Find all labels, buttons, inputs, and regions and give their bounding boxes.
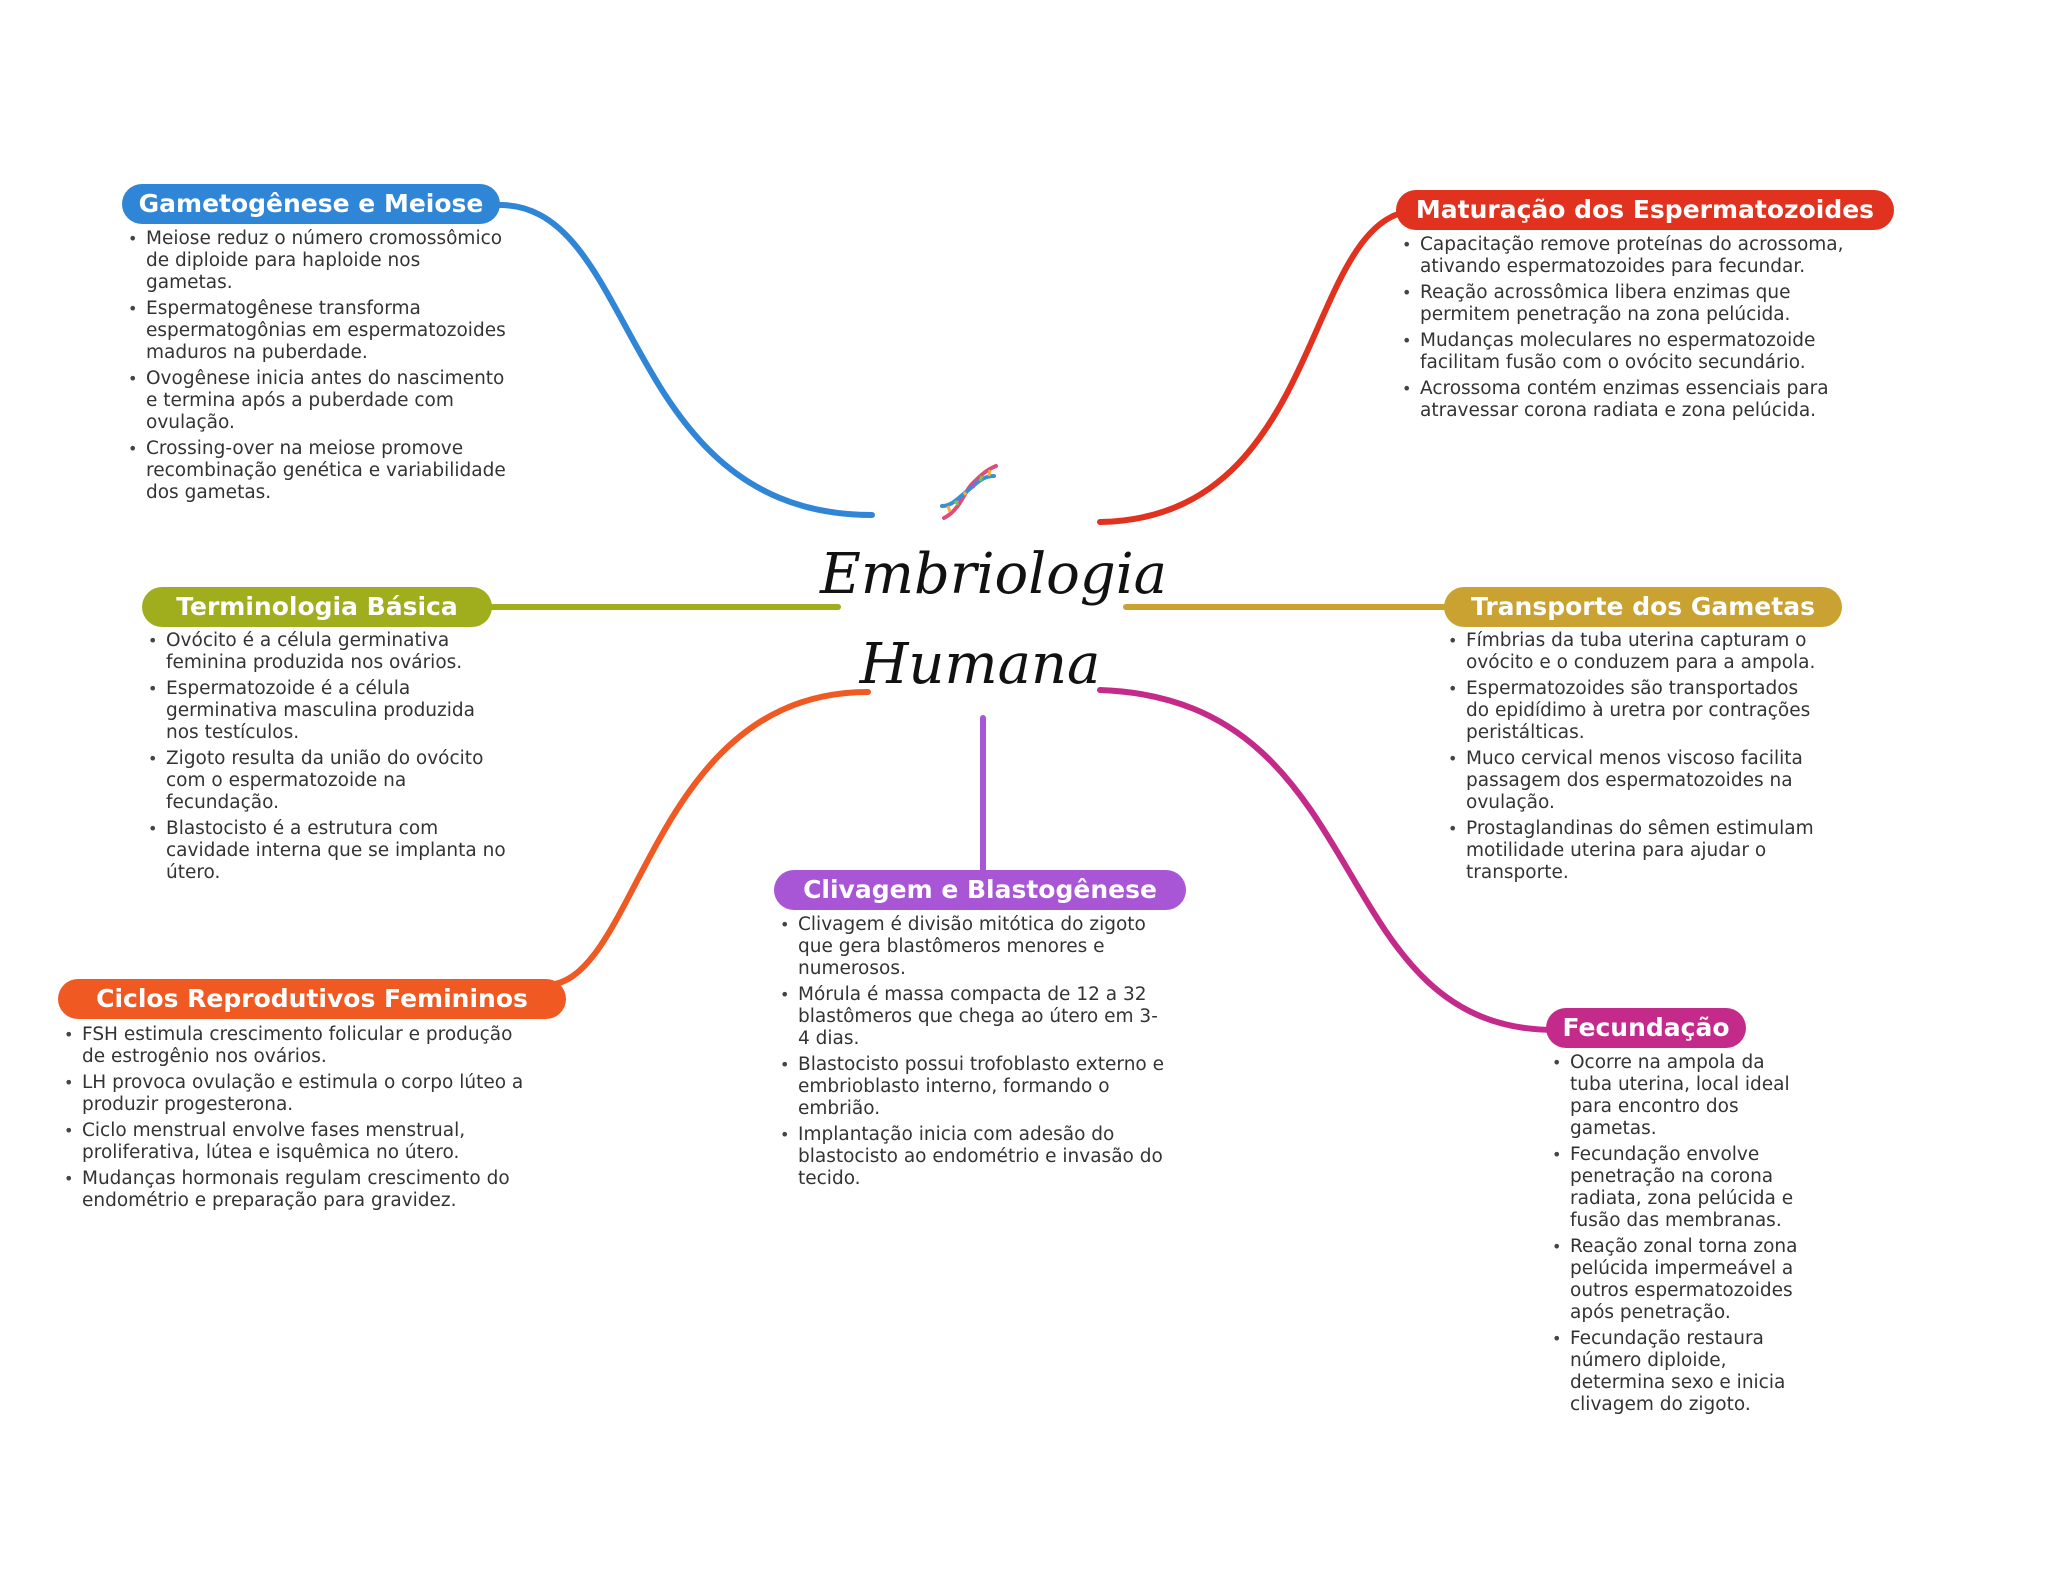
list-item: Mudanças moleculares no espermatozoide f…	[1400, 330, 1870, 374]
list-item: Clivagem é divisão mitótica do zigoto qu…	[778, 914, 1168, 980]
list-item: Reação zonal torna zona pelúcida imperme…	[1550, 1236, 1810, 1324]
topic-transporte[interactable]: Transporte dos Gametas	[1444, 587, 1842, 627]
topic-gametogenese[interactable]: Gametogênese e Meiose	[122, 184, 500, 224]
topic-maturacao-details: Capacitação remove proteínas do acrossom…	[1400, 234, 1870, 426]
list-item: Fecundação restaura número diploide, det…	[1550, 1328, 1810, 1416]
topic-clivagem-details: Clivagem é divisão mitótica do zigoto qu…	[778, 914, 1168, 1194]
list-item: Espermatogênese transforma espermatogôni…	[126, 298, 506, 364]
dna-icon	[940, 464, 998, 520]
central-title: Embriologia Humana	[820, 530, 1167, 710]
list-item: Mórula é massa compacta de 12 a 32 blast…	[778, 984, 1168, 1050]
link-maturacao	[1097, 207, 1423, 525]
topic-clivagem[interactable]: Clivagem e Blastogênese	[774, 870, 1186, 910]
list-item: Crossing-over na meiose promove recombin…	[126, 438, 506, 504]
topic-fecundacao[interactable]: Fecundação	[1546, 1008, 1746, 1048]
link-ciclos	[545, 689, 871, 988]
topic-ciclos[interactable]: Ciclos Reprodutivos Femininos	[58, 979, 566, 1019]
topic-terminologia-details: Ovócito é a célula germinativa feminina …	[146, 630, 506, 888]
list-item: Ovogênese inicia antes do nascimento e t…	[126, 368, 506, 434]
link-fecundacao	[1097, 687, 1558, 1033]
list-item: Mudanças hormonais regulam crescimento d…	[62, 1168, 532, 1212]
list-item: Implantação inicia com adesão do blastoc…	[778, 1124, 1168, 1190]
list-item: Ocorre na ampola da tuba uterina, local …	[1550, 1052, 1810, 1140]
topic-terminologia[interactable]: Terminologia Básica	[142, 587, 492, 627]
list-item: Prostaglandinas do sêmen estimulam motil…	[1446, 818, 1816, 884]
list-item: Fímbrias da tuba uterina capturam o ovóc…	[1446, 630, 1816, 674]
list-item: Fecundação envolve penetração na corona …	[1550, 1144, 1810, 1232]
list-item: Acrossoma contém enzimas essenciais para…	[1400, 378, 1870, 422]
list-item: Meiose reduz o número cromossômico de di…	[126, 228, 506, 294]
list-item: Espermatozoides são transportados do epi…	[1446, 678, 1816, 744]
list-item: Blastocisto é a estrutura com cavidade i…	[146, 818, 506, 884]
list-item: Ovócito é a célula germinativa feminina …	[146, 630, 506, 674]
list-item: Blastocisto possui trofoblasto externo e…	[778, 1054, 1168, 1120]
topic-maturacao[interactable]: Maturação dos Espermatozoides	[1396, 190, 1894, 230]
list-item: FSH estimula crescimento folicular e pro…	[62, 1024, 532, 1068]
topic-transporte-details: Fímbrias da tuba uterina capturam o ovóc…	[1446, 630, 1816, 888]
list-item: Espermatozoide é a célula germinativa ma…	[146, 678, 506, 744]
list-item: Muco cervical menos viscoso facilita pas…	[1446, 748, 1816, 814]
list-item: LH provoca ovulação e estimula o corpo l…	[62, 1072, 532, 1116]
list-item: Capacitação remove proteínas do acrossom…	[1400, 234, 1870, 278]
list-item: Zigoto resulta da união do ovócito com o…	[146, 748, 506, 814]
topic-fecundacao-details: Ocorre na ampola da tuba uterina, local …	[1550, 1052, 1810, 1420]
topic-gametogenese-details: Meiose reduz o número cromossômico de di…	[126, 228, 506, 508]
list-item: Reação acrossômica libera enzimas que pe…	[1400, 282, 1870, 326]
link-gametogenese	[497, 202, 875, 518]
central-title-line1: Embriologia	[820, 542, 1167, 607]
central-title-line2: Humana	[859, 632, 1101, 697]
list-item: Ciclo menstrual envolve fases menstrual,…	[62, 1120, 532, 1164]
topic-ciclos-details: FSH estimula crescimento folicular e pro…	[62, 1024, 532, 1216]
